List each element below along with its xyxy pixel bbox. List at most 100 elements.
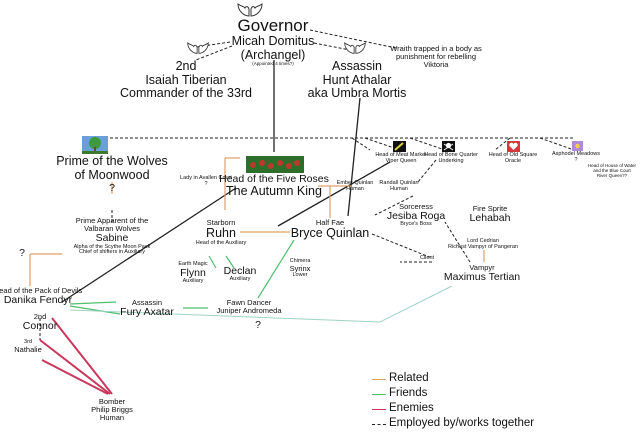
node-name: Juniper Andromeda — [216, 306, 282, 316]
node-role: Assassin — [131, 298, 162, 307]
employed-line — [277, 161, 391, 227]
node-name: Isaiah Tiberian — [145, 72, 227, 87]
enemies-line — [51, 317, 113, 395]
employed-line — [313, 42, 351, 51]
node-role: Prime of the Wolves — [56, 154, 168, 168]
tree-icon — [82, 136, 108, 154]
legend-swatch — [372, 424, 386, 425]
employed-line — [61, 187, 237, 303]
node-name: Ember Quinlan — [336, 180, 374, 186]
node-bryce: Half Fae Bryce Quinlan — [291, 218, 370, 241]
friends-line — [69, 309, 381, 323]
node-name: Lord Cedrian — [467, 238, 499, 244]
enemies-line — [39, 339, 111, 395]
employed-line — [371, 233, 433, 259]
node-role: Fire Sprite — [472, 204, 508, 213]
employed-line — [195, 45, 233, 61]
employed-line — [351, 137, 371, 151]
node-name: Viper Queen — [385, 157, 417, 164]
friends-line — [225, 255, 235, 269]
node-subtitle: Auxiliary — [229, 276, 251, 283]
snake-icon — [393, 141, 406, 152]
node-question: ? — [255, 319, 261, 331]
node-underking: Head of Bone Quarter Underking — [424, 152, 478, 165]
note-line: and the Blue Court — [593, 167, 631, 173]
node-role: Lady in Avallen Court — [180, 175, 232, 181]
node-client-label: Client — [419, 255, 435, 261]
node-role: 3rd — [24, 339, 32, 345]
node-name: Danika Fendyr — [3, 294, 73, 307]
node-subtitle: (Archangel) — [240, 47, 306, 62]
node-name: Jesiba Roga — [386, 210, 446, 223]
node-ember: Ember Quinlan Human — [336, 180, 374, 193]
node-role: Starborn — [206, 218, 236, 227]
node-role: Sorceress — [399, 202, 433, 211]
node-subtitle: Alpha of the Scythe Moon Pack — [73, 243, 151, 250]
employed-line — [189, 41, 231, 49]
node-name: Randall Quinlan — [379, 180, 419, 186]
node-syrinx: Chimera Syrinx Lower — [289, 258, 311, 279]
node-role: Head of Old Square — [488, 152, 538, 158]
node-fury: Assassin Fury Axatar — [120, 298, 174, 319]
node-name: The Autumn King — [226, 184, 322, 199]
node-role: Earth Magic — [178, 261, 208, 267]
node-hunt: Assassin Hunt Athalar aka Umbra Mortis — [307, 59, 407, 101]
friends-line — [69, 301, 117, 305]
node-autumn-king: Head of the Five Roses The Autumn King — [219, 173, 329, 199]
node-role: 2nd — [33, 312, 47, 321]
node-role: Chimera — [289, 258, 311, 264]
node-role: Head of the Pack of Devils — [0, 286, 83, 295]
legend-swatch — [372, 394, 386, 395]
node-nathalie: 3rd Nathalie — [14, 339, 42, 354]
node-subtitle: of Moonwood — [74, 167, 150, 182]
note-line: Wraith trapped in a body as — [390, 44, 482, 53]
node-jesiba: Sorceress Jesiba Roga Bryce's Boss — [386, 202, 446, 228]
note-line: punishment for rebelling — [395, 52, 477, 62]
node-name: Syrinx — [289, 263, 311, 273]
friends-line — [257, 239, 295, 299]
node-name: Sabine — [95, 232, 129, 245]
friends-line — [69, 305, 121, 315]
skull-crossbones-icon — [442, 141, 455, 152]
node-name: Fury Axatar — [120, 306, 174, 319]
legend-swatch — [372, 409, 386, 410]
node-role: Head of Bone Quarter — [424, 152, 478, 158]
node-maximus: Vampyr Maximus Tertian — [443, 263, 521, 284]
note-line: Viktoria — [423, 60, 449, 70]
node-subtitle: aka Umbra Mortis — [307, 86, 407, 100]
wings-icon — [237, 2, 263, 17]
node-role: Fawn Dancer — [226, 298, 272, 307]
node-bomber: Bomber Philip Briggs Human — [91, 397, 133, 422]
legend-label: Related — [389, 372, 429, 384]
node-subtitle: Bryce's Boss — [400, 221, 432, 228]
node-asphodel: Asphodel Meadows ? — [552, 151, 600, 164]
node-danika: Head of the Pack of Devils Danika Fendyr — [0, 286, 83, 307]
node-subtitle: Commander of the 33rd — [119, 86, 253, 100]
node-role: Vampyr — [469, 263, 495, 272]
node-connor: 2nd Connor — [23, 312, 57, 332]
friends-line — [379, 285, 453, 323]
node-subtitle: Lower — [292, 272, 308, 279]
node-governor: Governor Micah Domitus (Archangel) (Appo… — [231, 16, 315, 67]
node-name: Maximus Tertian — [443, 271, 521, 284]
roses-banner-icon — [246, 156, 304, 173]
node-name: ? — [204, 180, 208, 187]
legend-label: Enemies — [389, 402, 434, 414]
node-subtitle: Head of the Auxiliary — [195, 239, 247, 246]
node-role: Head of the Five Roses — [219, 173, 329, 185]
node-wraith-note: Wraith trapped in a body as punishment f… — [390, 44, 482, 70]
legend-label: Employed by/works together — [389, 417, 535, 429]
node-role: Prime Apparent of the — [75, 216, 149, 225]
node-subtitle: Chief of shifters in Auxiliary — [78, 249, 146, 256]
node-name: Philip Briggs — [91, 405, 133, 415]
legend-label: Friends — [389, 387, 428, 399]
node-role: Assassin — [331, 59, 383, 73]
node-lehabah: Fire Sprite Lehabah — [470, 204, 511, 224]
node-lord-cedrian: Lord Cedrian Richest Vampyr of Pangeran — [448, 238, 518, 251]
node-name: Nathalie — [14, 344, 42, 354]
node-name: Micah Domitus — [231, 34, 315, 49]
friends-line — [208, 255, 217, 269]
node-river-queen: Head of House of Water and the Blue Cour… — [588, 163, 636, 179]
